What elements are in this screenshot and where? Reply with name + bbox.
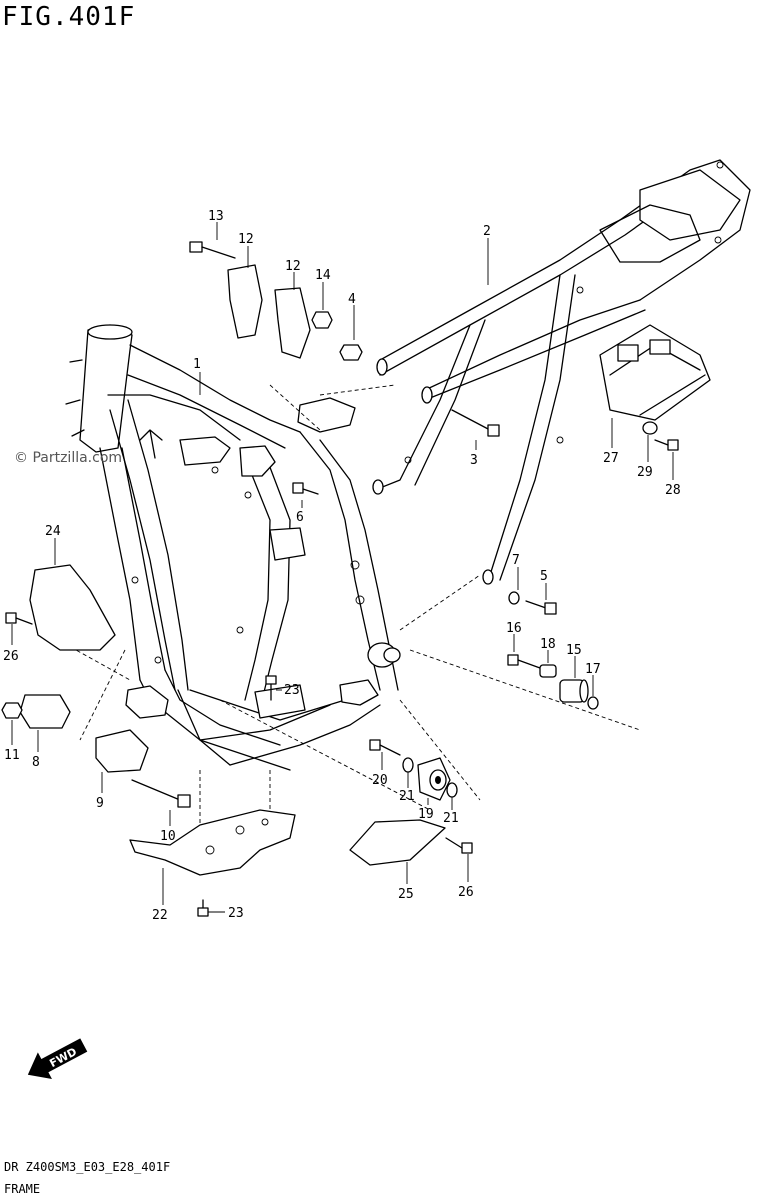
skid-plate-22[interactable]: [129, 809, 296, 876]
bracket-12-left[interactable]: [227, 264, 263, 339]
callout-15: 15: [566, 643, 582, 658]
callout-21-a: 21: [399, 789, 415, 804]
assembly-lines: [39, 384, 641, 860]
callout-7: 7: [512, 553, 520, 568]
washer-7[interactable]: [508, 591, 520, 605]
bracket-8[interactable]: [19, 694, 71, 729]
callout-20: 20: [372, 773, 388, 788]
callout-26-left: 26: [3, 649, 19, 664]
watermark: © Partzilla.com: [14, 450, 122, 466]
callout-25: 25: [398, 887, 414, 902]
collar-18[interactable]: [539, 664, 557, 678]
washer-21-a[interactable]: [402, 757, 414, 773]
callout-10: 10: [160, 829, 176, 844]
nut-4[interactable]: [339, 344, 363, 361]
bolt-23-bottom[interactable]: [197, 899, 209, 917]
main-frame[interactable]: [65, 324, 401, 771]
callout-11: 11: [4, 748, 20, 763]
callout-4: 4: [348, 292, 356, 307]
callout-24: 24: [45, 524, 61, 539]
callout-13: 13: [208, 209, 224, 224]
callout-8: 8: [32, 755, 40, 770]
guard-24[interactable]: [29, 564, 116, 651]
callout-12-left: 12: [238, 232, 254, 247]
bracket-9[interactable]: [95, 729, 149, 773]
callout-27: 27: [603, 451, 619, 466]
rear-subframe[interactable]: [372, 159, 751, 585]
screw-28[interactable]: [654, 439, 679, 451]
bolt-20[interactable]: [369, 739, 401, 756]
control-unit-27[interactable]: [599, 324, 711, 421]
forward-direction-badge: FWD: [27, 1038, 88, 1079]
bushing-15[interactable]: [559, 679, 589, 703]
callout-14: 14: [315, 268, 331, 283]
figure-name: FRAME: [4, 1182, 41, 1196]
bolt-16[interactable]: [507, 654, 541, 669]
callout-28: 28: [665, 483, 681, 498]
callout-6: 6: [296, 510, 304, 525]
guard-25[interactable]: [349, 819, 446, 866]
callout-21-b: 21: [443, 811, 459, 826]
callout-17: 17: [585, 662, 601, 677]
nut-14[interactable]: [311, 311, 333, 329]
callout-1: 1: [193, 357, 201, 372]
callout-12-right: 12: [285, 259, 301, 274]
washer-21-b[interactable]: [446, 782, 458, 798]
frame-exploded-diagram: © Partzilla.com 1 2 3 4 5 6 7 8 9 10 11 …: [1, 159, 751, 1079]
bracket-12-right[interactable]: [274, 287, 311, 359]
callout-22: 22: [152, 908, 168, 923]
bolt-6[interactable]: [292, 482, 319, 495]
callout-23-bottom: 23: [228, 906, 244, 921]
bolt-23-top[interactable]: [265, 675, 277, 701]
callout-16: 16: [506, 621, 522, 636]
callout-29: 29: [637, 465, 653, 480]
bolt-5[interactable]: [525, 600, 557, 615]
callout-19: 19: [418, 807, 434, 822]
callout-labels: 1 2 3 4 5 6 7 8 9 10 11 12 12 13 14 15 1: [3, 209, 681, 923]
figure-code: DR Z400SM3_E03_E28_401F: [4, 1160, 171, 1174]
callout-9: 9: [96, 796, 104, 811]
callout-5: 5: [540, 569, 548, 584]
screw-26-right[interactable]: [445, 837, 473, 854]
bolt-3[interactable]: [451, 409, 500, 437]
screw-26-left[interactable]: [5, 612, 33, 625]
bushing-19[interactable]: [417, 757, 451, 801]
callout-23-top: 23: [284, 683, 300, 698]
bolt-13[interactable]: [189, 241, 236, 259]
callout-2: 2: [483, 224, 491, 239]
cushion-29[interactable]: [642, 421, 658, 435]
callout-26-right: 26: [458, 885, 474, 900]
bolt-10[interactable]: [131, 779, 191, 808]
callout-18: 18: [540, 637, 556, 652]
washer-17[interactable]: [587, 696, 599, 710]
figure-title: FIG.401F: [2, 2, 136, 32]
nut-11[interactable]: [1, 702, 23, 719]
callout-3: 3: [470, 453, 478, 468]
